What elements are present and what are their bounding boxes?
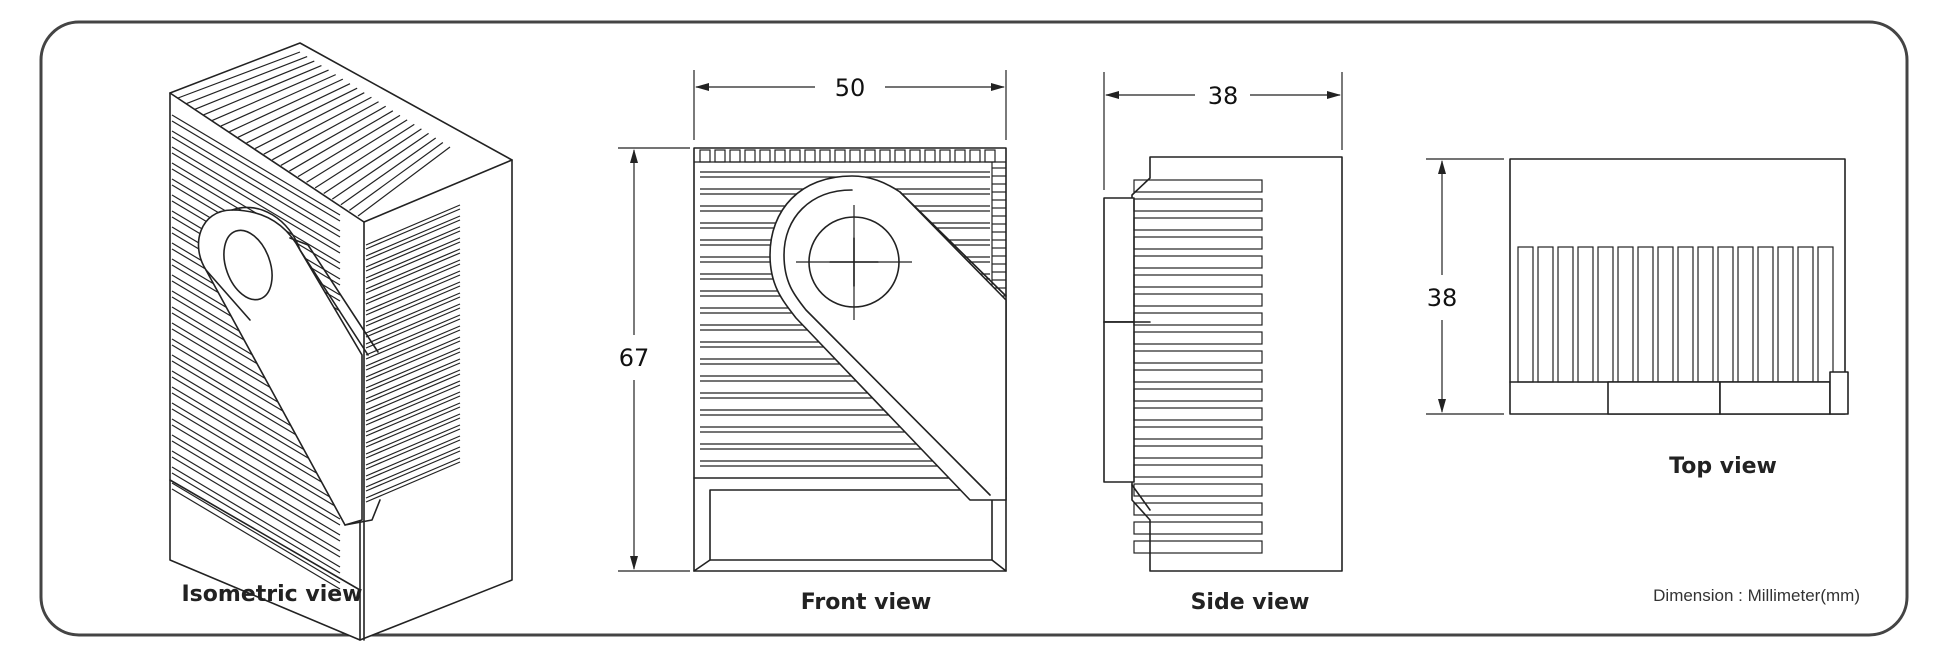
front-view-caption: Front view [801, 590, 932, 615]
top-height-dimension: 38 [1427, 284, 1458, 312]
top-view: 38 [1426, 158, 1849, 415]
isometric-view-caption: Isometric view [182, 582, 363, 607]
side-width-dimension: 38 [1208, 82, 1239, 110]
front-height-dimension: 67 [619, 344, 650, 372]
side-view-caption: Side view [1191, 590, 1310, 615]
dimension-unit-note: Dimension : Millimeter(mm) [1653, 586, 1860, 605]
front-width-dimension: 50 [835, 74, 866, 102]
side-view: 38 [1103, 72, 1343, 572]
isometric-view [169, 42, 513, 641]
frame-border [39, 20, 1909, 637]
front-view: 50 67 [618, 70, 1007, 572]
top-view-caption: Top view [1669, 454, 1777, 479]
